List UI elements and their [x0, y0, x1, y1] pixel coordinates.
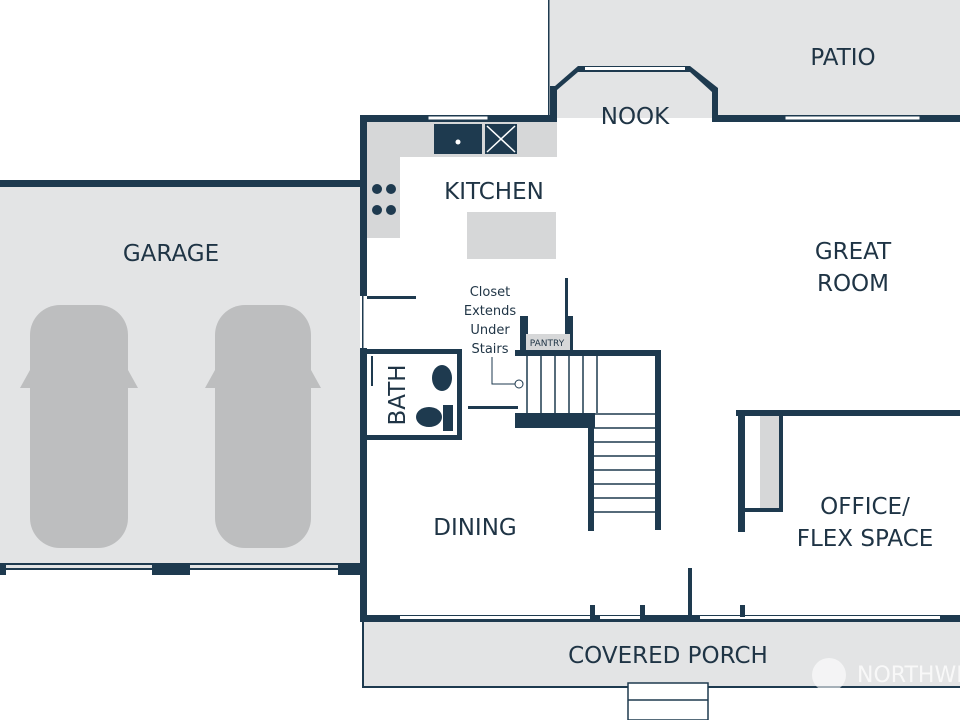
closet-note: Closet	[470, 285, 511, 300]
stairs	[468, 350, 661, 531]
room-label-kitchen: KITCHEN	[444, 179, 544, 205]
patio-area	[548, 0, 960, 118]
room-label-covered-porch: COVERED PORCH	[568, 643, 768, 669]
room-label-office: OFFICE/	[820, 494, 910, 520]
garage-area	[0, 180, 364, 575]
svg-text:NORTHWEST: NORTHWEST	[857, 663, 960, 688]
room-label-great-room: GREAT	[815, 239, 892, 265]
room-label-dining: DINING	[433, 515, 517, 541]
room-label-patio: PATIO	[810, 45, 875, 71]
sink-icon	[432, 365, 452, 391]
room-label-garage: GARAGE	[123, 241, 219, 267]
room-label-pantry: PANTRY	[530, 339, 565, 349]
toilet-icon	[416, 407, 442, 427]
office-walls	[736, 410, 960, 532]
porch-area	[362, 622, 960, 720]
room-label-office: FLEX SPACE	[797, 526, 934, 552]
closet-note: Stairs	[471, 342, 508, 357]
sink-icon	[434, 124, 482, 154]
room-label-bath: BATH	[385, 364, 411, 425]
car-icon	[205, 305, 321, 548]
kitchen-fixtures	[367, 122, 557, 299]
closet-note: Under	[470, 323, 510, 338]
walls	[360, 66, 960, 622]
stove-icon	[372, 184, 396, 215]
kitchen-island	[467, 212, 556, 259]
room-label-great-room: ROOM	[817, 271, 889, 297]
room-label-nook: NOOK	[601, 104, 670, 130]
dishwasher-icon	[485, 124, 517, 154]
bath-fixtures	[367, 349, 462, 440]
car-icon	[20, 305, 138, 548]
pantry-closet	[491, 278, 573, 389]
watermark-logo: NORTHWEST	[812, 658, 960, 692]
closet-note: Extends	[464, 304, 516, 319]
